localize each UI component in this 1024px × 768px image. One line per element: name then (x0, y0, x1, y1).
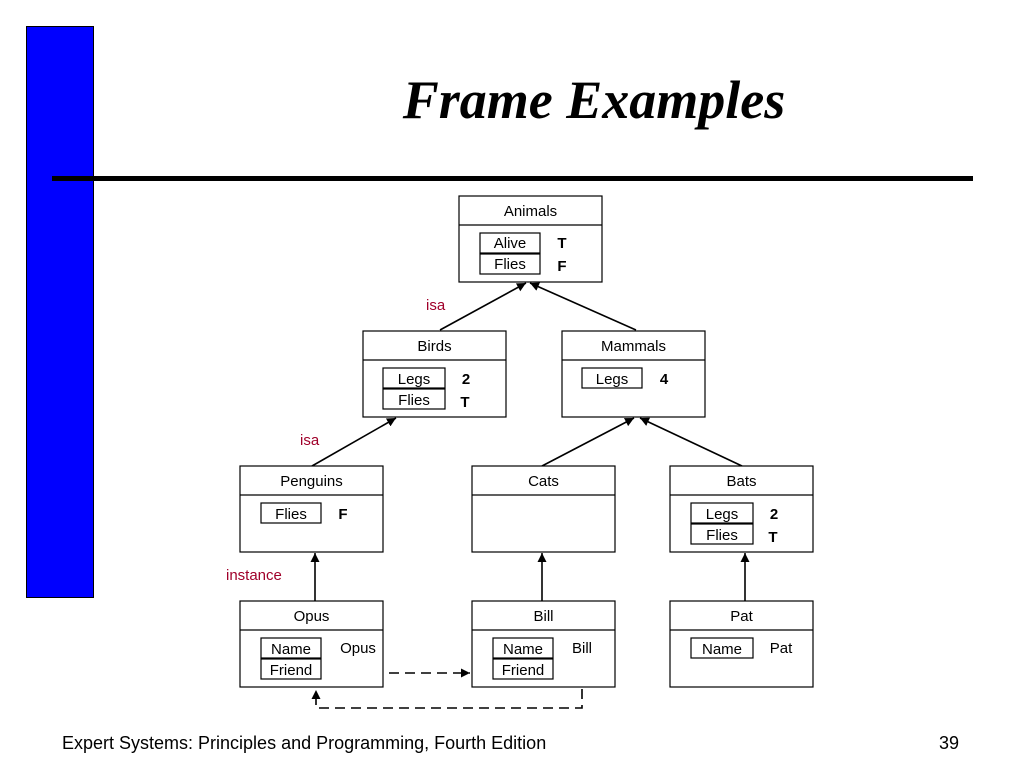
frame-penguins: Penguins Flies F (239, 465, 384, 553)
frame-birds: Birds Legs Flies 2 T (362, 330, 507, 418)
edge-cats-to-mammals (541, 417, 635, 467)
frame-title: Bats (726, 473, 756, 490)
instance-label-opus: instance (226, 567, 282, 584)
frame-pat: Pat Name Pat (669, 600, 814, 688)
accent-bar (26, 26, 94, 598)
slot-value: 4 (660, 371, 669, 388)
slot-label: Flies (706, 527, 738, 544)
slide-title: Frame Examples (402, 70, 786, 130)
frame-animals: Animals Alive Flies T F (458, 195, 603, 283)
frame-title: Mammals (601, 338, 666, 355)
edge-bill-friend-to-opus (311, 673, 583, 709)
slot-label: Flies (398, 392, 430, 409)
footer-text: Expert Systems: Principles and Programmi… (62, 733, 547, 753)
frame-title: Cats (528, 473, 559, 490)
slot-value: 2 (770, 506, 778, 523)
slot-label: Legs (706, 506, 739, 523)
slot-value: T (460, 394, 469, 411)
slot-label: Name (503, 641, 543, 658)
edges (310, 282, 750, 709)
slot-label: Friend (270, 662, 313, 679)
frame-title: Pat (730, 608, 753, 625)
frame-bats: Bats Legs Flies 2 T (669, 465, 814, 553)
slot-label: Legs (596, 371, 629, 388)
frame-title: Bill (533, 608, 553, 625)
frame-cats: Cats (471, 465, 616, 553)
slot-label: Legs (398, 371, 431, 388)
slot-value: 2 (462, 371, 470, 388)
frame-opus: Opus Name Friend Opus (239, 600, 384, 688)
frame-title: Opus (294, 608, 330, 625)
slot-label: Name (702, 641, 742, 658)
slot-value: Pat (770, 640, 793, 657)
edge-mammals-to-animals (529, 282, 637, 331)
frame-title: Penguins (280, 473, 343, 490)
slot-value: Opus (340, 640, 376, 657)
frame-bill: Bill Name Friend Bill (471, 600, 616, 688)
slot-value: Bill (572, 640, 592, 657)
slot-value: F (557, 258, 566, 275)
slot-label: Flies (494, 256, 526, 273)
edge-penguins-to-birds (311, 417, 397, 467)
isa-label-birds: isa (426, 297, 446, 314)
slot-label: Alive (494, 235, 527, 252)
frame-title: Animals (504, 203, 557, 220)
slot-value: T (768, 529, 777, 546)
title-rule (52, 176, 973, 181)
edge-birds-to-animals (439, 282, 527, 331)
frame-title: Birds (417, 338, 451, 355)
edge-bats-to-mammals (639, 417, 743, 467)
slot-label: Friend (502, 662, 545, 679)
page-number: 39 (939, 733, 960, 753)
slot-value: T (557, 235, 566, 252)
slot-value: F (338, 506, 347, 523)
isa-label-penguins: isa (300, 432, 320, 449)
slot-label: Name (271, 641, 311, 658)
slot-label: Flies (275, 506, 307, 523)
frame-mammals: Mammals Legs 4 (561, 330, 706, 418)
